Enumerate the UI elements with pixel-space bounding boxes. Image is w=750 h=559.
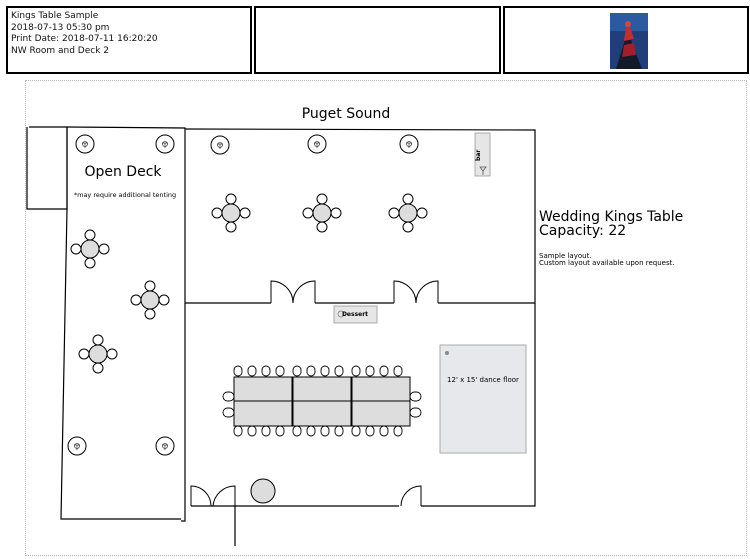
dessert-label: Dessert [342, 311, 368, 318]
floorplan: Puget Sound Open Deck *may require addit… [26, 106, 683, 546]
room-name: NW Room and Deck 2 [11, 45, 109, 56]
bar-label: bar [475, 150, 482, 161]
event-info-box: Kings Table Sample 2018-07-13 05:30 pm P… [6, 6, 252, 74]
round-table [211, 193, 251, 233]
highboy-table [155, 436, 175, 456]
round-table [78, 334, 118, 374]
highboy-table [399, 134, 419, 154]
event-datetime: 2018-07-13 05:30 pm [11, 22, 110, 33]
building-walls [26, 126, 536, 546]
water-label: Puget Sound [302, 106, 391, 122]
event-title: Kings Table Sample [11, 11, 99, 21]
blank-header-box [254, 6, 501, 74]
highboy-table [155, 134, 175, 154]
photo-header-box [503, 6, 749, 74]
round-table [302, 193, 342, 233]
round-tables [70, 193, 428, 374]
round-table [70, 229, 110, 269]
layout-capacity: Capacity: 22 [539, 223, 626, 239]
layout-note-2: Custom layout available upon request. [539, 259, 675, 267]
layout-title: Wedding Kings Table [539, 209, 683, 225]
round-table [388, 193, 428, 233]
layout-note-1: Sample layout. [539, 252, 592, 260]
dessert-station: Dessert [333, 305, 378, 324]
highboy-table [75, 134, 95, 154]
kings-table-chairs-top [233, 365, 403, 377]
deck-label: Open Deck [84, 164, 162, 180]
doors [190, 280, 439, 507]
floorplan-canvas: Puget Sound Open Deck *may require addit… [25, 80, 747, 556]
deck-note: *may require additional tenting [74, 191, 176, 199]
bar: bar [474, 132, 491, 177]
event-photo-thumbnail[interactable] [610, 13, 648, 69]
print-date: Print Date: 2018-07-11 16:20:20 [11, 34, 158, 44]
round-table [130, 280, 170, 320]
highboy-table [307, 134, 327, 154]
cake-table [250, 478, 276, 504]
highboy-table [210, 135, 230, 155]
highboy-table [67, 436, 87, 456]
kings-table [222, 365, 422, 437]
dance-floor-label: 12' x 15' dance floor [447, 376, 519, 384]
dance-floor: 12' x 15' dance floor [439, 344, 527, 454]
kings-table-chairs-bottom [233, 425, 403, 437]
